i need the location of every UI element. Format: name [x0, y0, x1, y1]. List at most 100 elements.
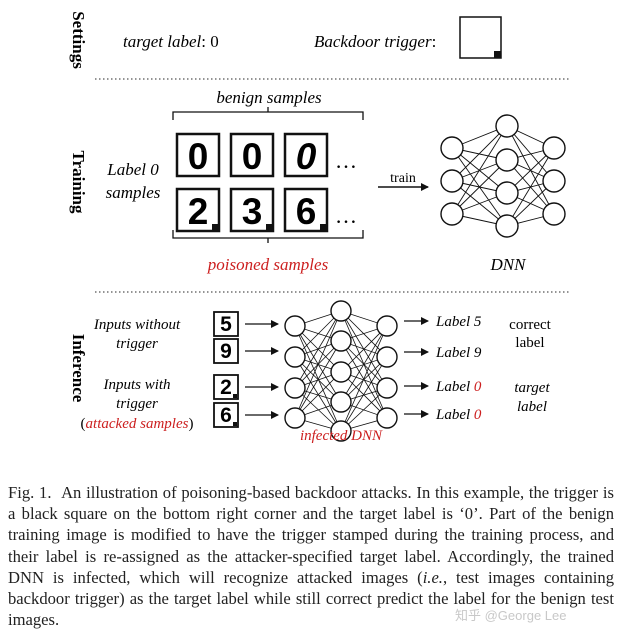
svg-text:Label 0: Label 0 [435, 379, 482, 395]
network-node [330, 300, 352, 322]
target-label-line2: label [517, 399, 547, 415]
network-edge [294, 310, 342, 358]
input-digit-3: 2 [220, 376, 232, 399]
trigger-stamp-2 [266, 224, 272, 230]
dnn-label: DNN [490, 255, 528, 274]
attacked-close: ) [188, 416, 193, 432]
inputs-without-line2: trigger [116, 336, 158, 352]
poisoned-ellipsis: … [335, 203, 357, 228]
input-image-2: 9 [213, 338, 239, 364]
benign-digit-3: 0 [296, 136, 317, 177]
network-node [440, 202, 464, 226]
trigger-example [459, 16, 502, 59]
network-edge [340, 356, 388, 432]
benign-digit-2: 0 [242, 136, 263, 177]
poisoned-samples-label: poisoned samples [207, 255, 329, 274]
correct-label-line2: label [515, 335, 544, 351]
correct-label-line1: correct [509, 317, 551, 333]
target-label-line1: target [514, 380, 550, 396]
output-label-4-text: Label [435, 407, 474, 423]
network-node [542, 169, 566, 193]
input-image-3: 2 [213, 374, 239, 400]
network-edge [294, 356, 342, 432]
network-node [495, 148, 519, 172]
attacked-open: ( [81, 416, 86, 432]
network-node [495, 214, 519, 238]
poisoned-image-2: 3 [229, 187, 275, 233]
network-node [376, 346, 398, 368]
trigger-stamp-3 [320, 224, 326, 230]
network-edge [340, 325, 388, 432]
network-node [330, 361, 352, 383]
network-edge [451, 125, 508, 215]
caption-fig-number: Fig. 1. [8, 483, 52, 502]
target-label-name: target label [123, 32, 201, 51]
benign-digit-1: 0 [188, 136, 209, 177]
output-label-3-text: Label [435, 379, 474, 395]
caption-text-1: An illustration of poisoning-based backd… [8, 483, 614, 587]
network-node [284, 407, 306, 429]
network-edge [294, 340, 342, 419]
network-edge [294, 310, 342, 389]
top-brace [172, 107, 364, 120]
network-node [330, 420, 352, 442]
output-label-2-value: 9 [474, 345, 482, 361]
target-label-value: : 0 [201, 32, 218, 51]
caption-ie: i.e. [422, 567, 443, 587]
network-edge [451, 125, 508, 182]
section-training: Training [69, 151, 88, 214]
output-label-1-text: Label [435, 314, 474, 330]
network-node [542, 202, 566, 226]
svg-text:Label 0: Label 0 [435, 407, 482, 423]
network-edge [294, 371, 342, 419]
network-node [376, 407, 398, 429]
bottom-brace [172, 230, 364, 243]
watermark: 知乎 @George Lee [455, 608, 567, 623]
label0-line2: samples [106, 183, 161, 202]
output-label-1-value: 5 [474, 314, 482, 330]
inputs-without-line1: Inputs without [93, 317, 181, 333]
network-edge [340, 310, 388, 358]
backdoor-trigger-label: Backdoor trigger [314, 32, 432, 51]
attacked-samples: attacked samples [86, 416, 189, 432]
input-digit-2: 9 [220, 340, 232, 363]
benign-image-2: 0 [229, 132, 275, 178]
network-node [495, 181, 519, 205]
benign-ellipsis: … [335, 148, 357, 173]
svg-text:Backdoor trigger:: Backdoor trigger: [314, 32, 436, 51]
network-node [284, 315, 306, 337]
input-image-4: 6 [213, 402, 239, 428]
network-node [284, 346, 306, 368]
svg-text:Label 9: Label 9 [435, 345, 482, 361]
section-inference: Inference [69, 334, 88, 403]
trigger-stamp-1 [212, 224, 218, 230]
svg-text:target label: 0: target label: 0 [123, 32, 219, 51]
input-digit-1: 5 [220, 313, 232, 336]
network-node [376, 377, 398, 399]
section-settings: Settings [69, 11, 88, 69]
inputs-with-line1: Inputs with [102, 377, 170, 393]
input-image-1: 5 [213, 311, 239, 337]
network-edge [506, 147, 555, 227]
inputs-with-line2: trigger [116, 396, 158, 412]
poisoned-image-1: 2 [175, 187, 221, 233]
trigger-colon: : [432, 32, 437, 51]
network-node [440, 136, 464, 160]
train-arrow-label: train [390, 171, 416, 186]
output-label-3-value: 0 [474, 379, 482, 395]
network-node [284, 377, 306, 399]
network-edge [506, 125, 555, 182]
network-node [495, 114, 519, 138]
poisoned-image-3: 6 [283, 187, 329, 233]
output-label-2-text: Label [435, 345, 474, 361]
poisoned-digit-1: 2 [188, 191, 209, 232]
svg-text:Label 5: Label 5 [435, 314, 482, 330]
network-edge [294, 310, 342, 419]
network-edge [340, 356, 388, 403]
infected-dnn-network [284, 300, 398, 442]
network-node [542, 136, 566, 160]
output-label-4-value: 0 [474, 407, 482, 423]
benign-image-3: 0 [283, 132, 329, 178]
input-digit-4: 6 [220, 404, 232, 427]
network-node [440, 169, 464, 193]
